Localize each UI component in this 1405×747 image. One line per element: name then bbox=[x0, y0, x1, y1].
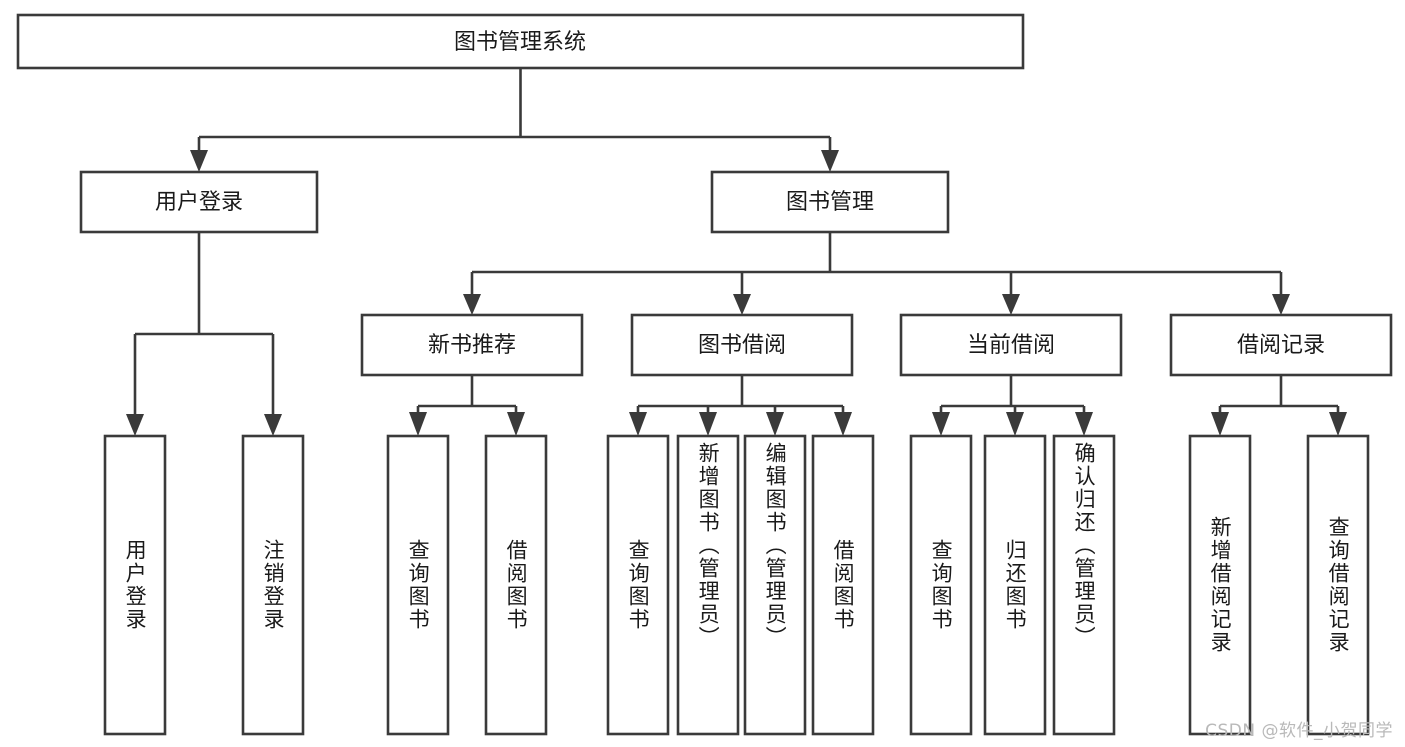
leaf-edit-book-label: 编辑图书（管理员） bbox=[763, 442, 788, 649]
leaf-return-book[interactable]: 归还图书 bbox=[983, 434, 1047, 736]
leaf-user-logout-label: 注销登录 bbox=[261, 539, 286, 631]
node-new-book-recommend[interactable]: 新书推荐 bbox=[360, 313, 584, 377]
leaf-user-login-label: 用户登录 bbox=[123, 539, 148, 631]
node-book-manage-label: 图书管理 bbox=[786, 190, 874, 215]
arrow-head-leaf-return-book bbox=[1006, 412, 1024, 436]
arrow-head-leaf-query-book-3 bbox=[932, 412, 950, 436]
leaf-add-book[interactable]: 新增图书（管理员） bbox=[676, 434, 740, 736]
leaf-query-book-1[interactable]: 查询图书 bbox=[386, 434, 450, 736]
arrow-head-leaf-borrow-book-2 bbox=[834, 412, 852, 436]
leaf-user-logout[interactable]: 注销登录 bbox=[241, 434, 305, 736]
leaf-query-book-3[interactable]: 查询图书 bbox=[909, 434, 973, 736]
node-current-borrow-label: 当前借阅 bbox=[967, 333, 1055, 358]
connector-layer bbox=[126, 68, 1347, 436]
node-root-label: 图书管理系统 bbox=[454, 30, 586, 55]
leaf-query-book-3-label: 查询图书 bbox=[929, 539, 954, 631]
leaf-query-book-2-label: 查询图书 bbox=[626, 539, 651, 631]
arrow-head-leaf-confirm-return bbox=[1075, 412, 1093, 436]
node-borrow-record-label: 借阅记录 bbox=[1237, 333, 1325, 358]
node-current-borrow[interactable]: 当前借阅 bbox=[899, 313, 1123, 377]
node-user-login[interactable]: 用户登录 bbox=[79, 170, 319, 234]
leaf-query-book-1-label: 查询图书 bbox=[406, 539, 431, 631]
arrow-head-leaf-user-logout bbox=[264, 414, 282, 436]
node-root[interactable]: 图书管理系统 bbox=[16, 13, 1025, 70]
arrow-head-leaf-query-book-1 bbox=[409, 412, 427, 436]
leaf-query-record[interactable]: 查询借阅记录 bbox=[1306, 434, 1370, 736]
arrow-head-current-borrow bbox=[1002, 294, 1020, 315]
arrow-head-new-book bbox=[463, 294, 481, 315]
arrow-head-book-manage bbox=[821, 150, 839, 172]
leaf-borrow-book-1-label: 借阅图书 bbox=[504, 539, 529, 631]
node-borrow-record[interactable]: 借阅记录 bbox=[1169, 313, 1393, 377]
leaf-borrow-book-1[interactable]: 借阅图书 bbox=[484, 434, 548, 736]
leaf-return-book-label: 归还图书 bbox=[1003, 539, 1028, 631]
arrow-head-leaf-borrow-book-1 bbox=[507, 412, 525, 436]
leaf-add-record[interactable]: 新增借阅记录 bbox=[1188, 434, 1252, 736]
arrow-head-book-borrow bbox=[733, 294, 751, 315]
arrow-head-leaf-add-book bbox=[699, 412, 717, 436]
leaf-user-login[interactable]: 用户登录 bbox=[103, 434, 167, 736]
leaf-confirm-return[interactable]: 确认归还（管理员） bbox=[1052, 434, 1116, 736]
arrow-head-leaf-query-book-2 bbox=[629, 412, 647, 436]
leaf-query-record-label: 查询借阅记录 bbox=[1326, 516, 1351, 654]
leaf-query-book-2[interactable]: 查询图书 bbox=[606, 434, 670, 736]
arrow-head-leaf-add-record bbox=[1211, 412, 1229, 436]
arrow-head-borrow-record bbox=[1272, 294, 1290, 315]
arrow-head-leaf-query-record bbox=[1329, 412, 1347, 436]
leaf-borrow-book-2-label: 借阅图书 bbox=[831, 539, 856, 631]
leaf-add-record-label: 新增借阅记录 bbox=[1208, 516, 1233, 654]
leaf-confirm-return-label: 确认归还（管理员） bbox=[1072, 442, 1097, 649]
node-book-borrow-label: 图书借阅 bbox=[698, 333, 786, 358]
arrow-head-user-login bbox=[190, 150, 208, 172]
node-user-login-label: 用户登录 bbox=[155, 190, 243, 215]
node-book-manage[interactable]: 图书管理 bbox=[710, 170, 950, 234]
leaf-borrow-book-2[interactable]: 借阅图书 bbox=[811, 434, 875, 736]
arrow-head-leaf-edit-book bbox=[766, 412, 784, 436]
csdn-watermark: CSDN @软件_小贺同学 bbox=[1205, 721, 1393, 741]
node-book-borrow[interactable]: 图书借阅 bbox=[630, 313, 854, 377]
leaf-add-book-label: 新增图书（管理员） bbox=[696, 442, 721, 649]
node-new-book-recommend-label: 新书推荐 bbox=[428, 333, 516, 358]
arrow-head-leaf-user-login bbox=[126, 414, 144, 436]
leaf-edit-book[interactable]: 编辑图书（管理员） bbox=[743, 434, 807, 736]
